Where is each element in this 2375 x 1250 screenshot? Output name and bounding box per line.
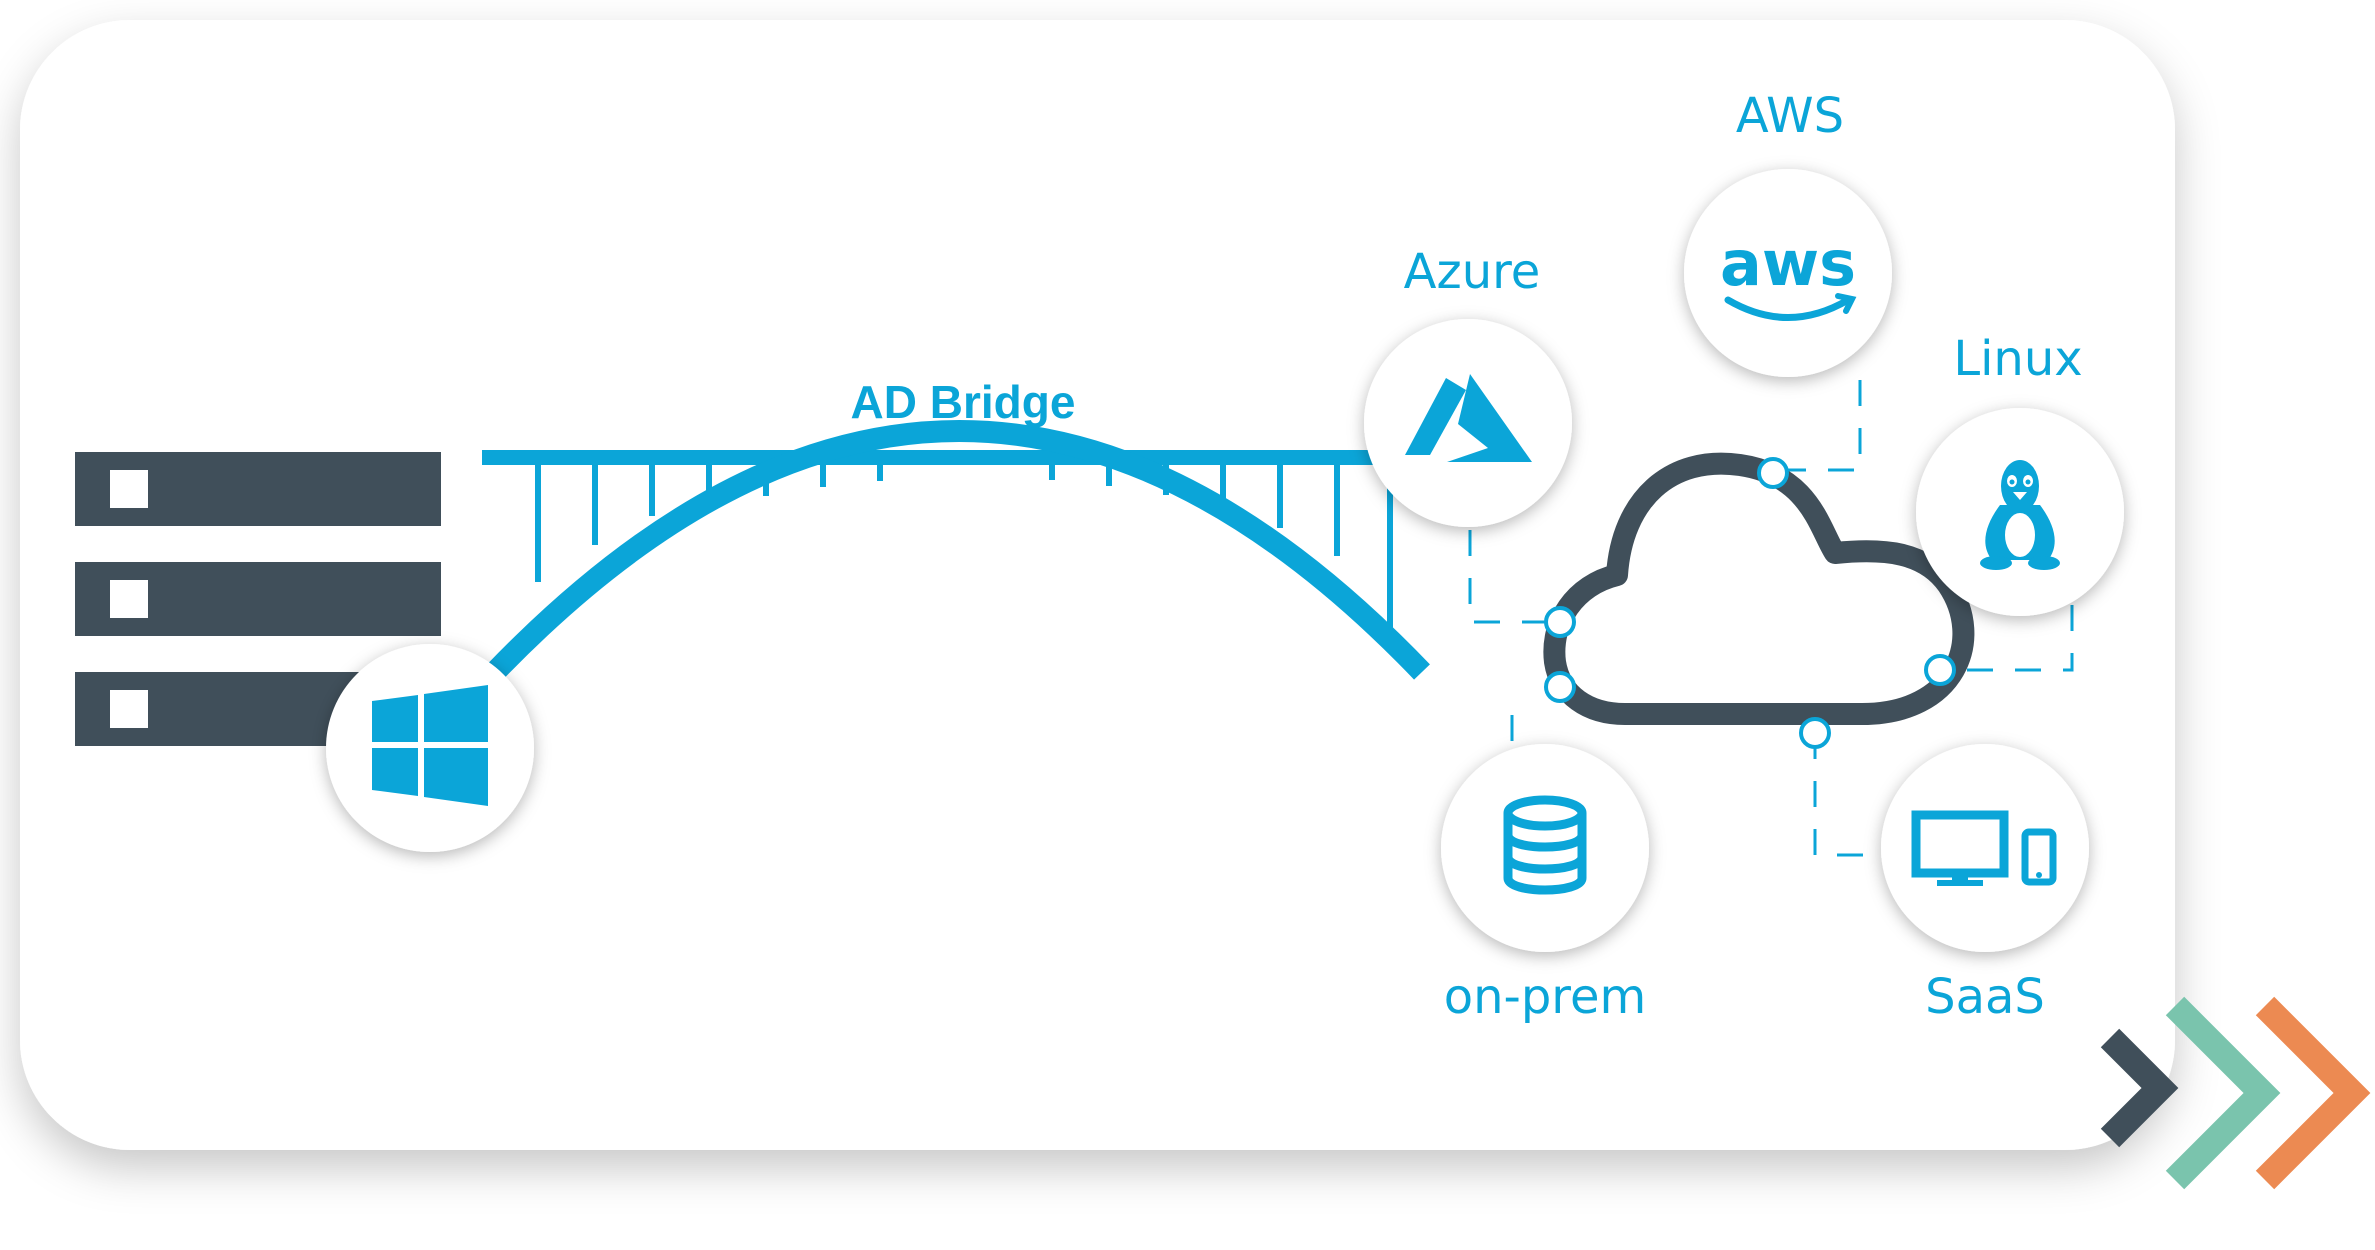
onprem-node bbox=[1441, 744, 1649, 952]
linux-penguin-icon bbox=[1980, 460, 2060, 570]
linux-node bbox=[1916, 408, 2124, 616]
database-icon bbox=[1503, 795, 1587, 895]
aws-label: AWS bbox=[1736, 88, 1844, 144]
connector-lines bbox=[1468, 380, 2074, 857]
aws-smile-icon bbox=[1724, 296, 1852, 321]
windows-node bbox=[326, 644, 534, 852]
linux-label: Linux bbox=[1953, 331, 2082, 387]
bridge-label: AD Bridge bbox=[851, 376, 1076, 428]
azure-node bbox=[1364, 319, 1572, 527]
onprem-label: on-prem bbox=[1444, 969, 1647, 1025]
aws-logo-icon: aws bbox=[1720, 227, 1856, 300]
monitor-phone-icon bbox=[1911, 810, 2057, 886]
saas-label: SaaS bbox=[1925, 969, 2045, 1025]
saas-node bbox=[1881, 744, 2089, 952]
azure-label: Azure bbox=[1404, 244, 1541, 300]
windows-logo-icon bbox=[372, 685, 488, 806]
cloud-icon bbox=[1543, 452, 1975, 725]
azure-logo-icon bbox=[1405, 374, 1532, 462]
bridge-icon bbox=[482, 420, 1430, 680]
cloud-connector-dots bbox=[1544, 457, 1956, 749]
aws-node: aws bbox=[1684, 169, 1892, 377]
chevron-arrows-icon bbox=[2100, 996, 2371, 1190]
